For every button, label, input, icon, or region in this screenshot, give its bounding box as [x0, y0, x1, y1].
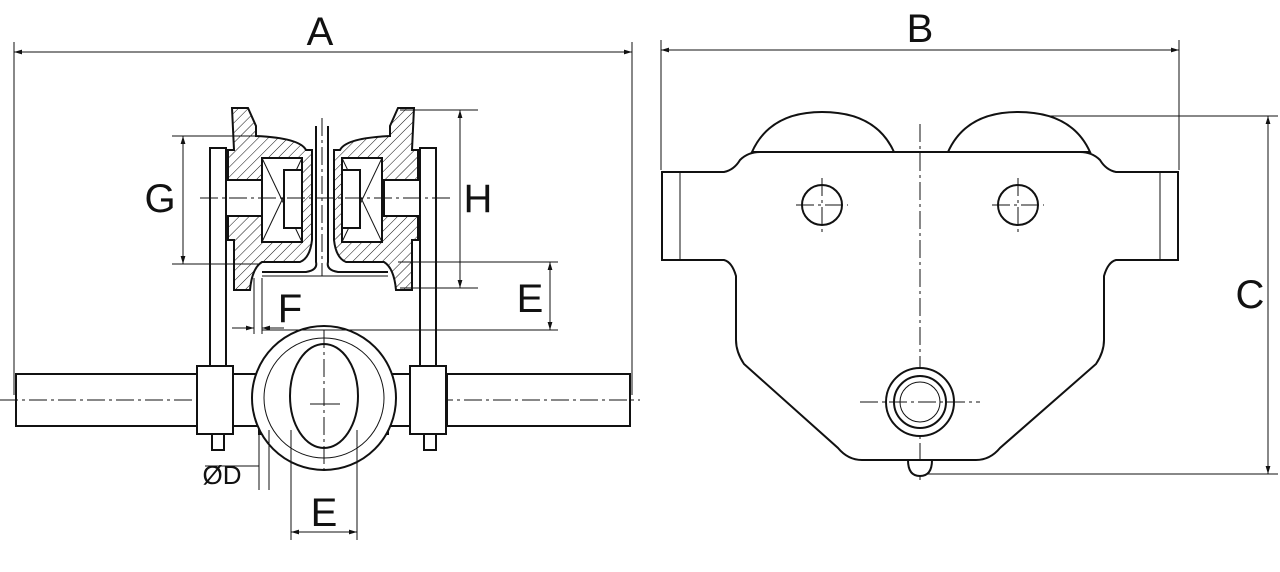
label-c: C	[1236, 273, 1265, 317]
axle-holes	[796, 178, 1044, 232]
dimension-e-upper: E	[398, 261, 558, 331]
label-h: H	[464, 177, 493, 221]
label-d: ØD	[203, 460, 242, 490]
front-plate	[661, 124, 1179, 480]
label-f: F	[278, 287, 302, 331]
label-g: G	[144, 177, 175, 221]
load-bar-hole	[860, 367, 980, 478]
dimension-a: A	[13, 10, 633, 395]
eye-ring	[251, 325, 397, 471]
front-view: B C	[660, 7, 1278, 480]
dimension-h: H	[400, 109, 493, 289]
side-section-view: A	[0, 10, 640, 540]
dimension-c: C	[922, 115, 1278, 475]
beam-profile	[262, 118, 388, 277]
left-wheel	[227, 107, 313, 291]
front-wheels	[750, 110, 1092, 153]
dimension-f: F	[232, 278, 420, 334]
label-b: B	[907, 7, 934, 51]
dimension-d: ØD	[203, 430, 270, 490]
label-a: A	[307, 10, 334, 54]
dimension-g: G	[144, 135, 260, 265]
dimension-b: B	[660, 7, 1180, 170]
label-e-upper: E	[517, 277, 544, 321]
dimension-e-lower: E	[290, 430, 358, 540]
label-e-lower: E	[311, 491, 338, 535]
wheel-axles	[200, 179, 450, 217]
right-wheel	[333, 107, 419, 291]
